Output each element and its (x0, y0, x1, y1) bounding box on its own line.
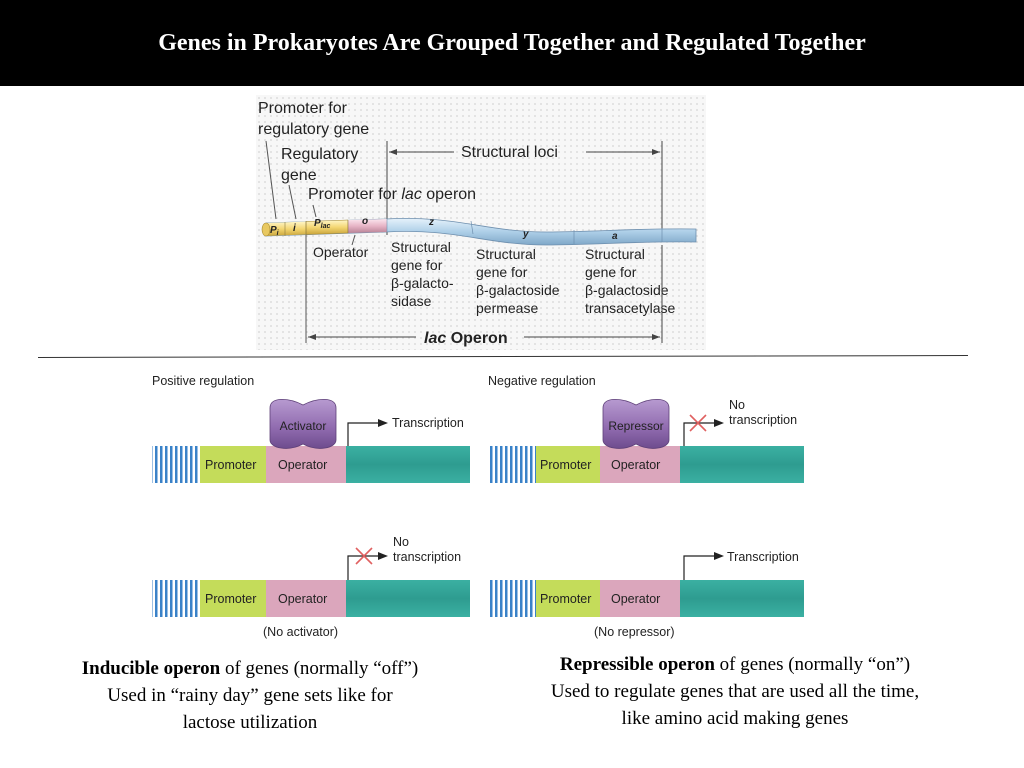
repressible-operon-term: Repressible operon (559, 654, 715, 675)
segment-plac: Plac (314, 218, 331, 230)
promoter-label: Promoter (205, 458, 256, 472)
gene-y-label-2: gene for (476, 264, 528, 280)
activator-protein (269, 398, 337, 449)
panel-negative-repressor: Promoter Operator Repressor No transcrip… (488, 398, 804, 483)
structural-loci-label: Structural loci (461, 144, 558, 161)
promoter-label: Promoter (205, 592, 256, 606)
gene-a-label-4: transacetylase (585, 300, 675, 316)
operator-label: Operator (278, 592, 327, 606)
panel-positive-activator: Promoter Operator Activator Transcriptio… (152, 398, 470, 483)
segment-y: y (522, 229, 529, 240)
gene-a-label-3: β-galactoside (585, 282, 669, 298)
gene-z-label-1: Structural (391, 239, 451, 255)
gene-z-label-3: β-galacto- (391, 275, 454, 291)
segment-pi: Pi (270, 225, 280, 237)
no-transcription-label-1: No (729, 398, 745, 412)
transcription-label: Transcription (392, 416, 464, 430)
promoter-regulatory-label-1: Promoter for (258, 100, 348, 117)
blocked-transcription-arrow (683, 422, 714, 446)
panel-positive-no-activator: Promoter Operator No transcription (No a… (152, 535, 470, 639)
activator-label: Activator (280, 419, 327, 433)
gene-a-label-2: gene for (585, 264, 637, 280)
lac-operon-label: lac Operon (424, 330, 508, 347)
transcription-arrow (683, 555, 714, 580)
negative-regulation-heading: Negative regulation (488, 374, 596, 388)
regulatory-gene-label-2: gene (281, 167, 317, 184)
no-transcription-label-2: transcription (729, 413, 797, 427)
promoter-label: Promoter (540, 592, 591, 606)
operator-segment (348, 219, 387, 233)
gene-z-label-2: gene for (391, 257, 443, 273)
operator-label: Operator (278, 458, 327, 472)
gene-z-label-4: sidase (391, 293, 432, 309)
segment-o: o (362, 216, 368, 227)
transcription-arrow (347, 422, 378, 446)
title-bar (0, 0, 1024, 86)
no-transcription-label-1: No (393, 535, 409, 549)
operator-label: Operator (313, 244, 369, 260)
blocked-transcription-arrow (347, 555, 378, 580)
gene-y-label-3: β-galactoside (476, 282, 560, 298)
promoter-regulatory-label-2: regulatory gene (258, 121, 369, 138)
segment-i: i (293, 223, 296, 234)
regulatory-segment (266, 221, 306, 236)
inducible-operon-caption: Inducible operon of genes (normally “off… (81, 658, 419, 733)
gene-y-label-4: permease (476, 300, 538, 316)
no-transcription-label-2: transcription (393, 550, 461, 564)
promoter-label: Promoter (540, 458, 591, 472)
operator-label: Operator (611, 592, 660, 606)
promoter-lac-label: Promoter for lac operon (308, 186, 476, 203)
lac-operon-figure: Promoter for regulatory gene Regulatory … (256, 95, 706, 350)
inducible-operon-term: Inducible operon (81, 658, 221, 679)
transcription-label: Transcription (727, 550, 799, 564)
no-repressor-label: (No repressor) (594, 625, 675, 639)
gene-a-label-1: Structural (585, 246, 645, 262)
repressible-operon-caption: Repressible operon of genes (normally “o… (550, 654, 920, 729)
segment-z: z (428, 217, 434, 228)
repressor-label: Repressor (608, 419, 663, 433)
regulatory-gene-label-1: Regulatory (281, 146, 358, 163)
operator-label: Operator (611, 458, 660, 472)
repressor-protein (602, 398, 670, 449)
panel-negative-no-repressor: Promoter Operator Transcription (No repr… (488, 550, 804, 639)
gene-y-label-1: Structural (476, 246, 536, 262)
positive-regulation-heading: Positive regulation (152, 374, 254, 388)
page-title: Genes in Prokaryotes Are Grouped Togethe… (158, 30, 866, 56)
lac-operon-diagram: Promoter for regulatory gene Regulatory … (258, 100, 697, 347)
segment-a: a (612, 231, 618, 242)
no-activator-label: (No activator) (263, 625, 338, 639)
